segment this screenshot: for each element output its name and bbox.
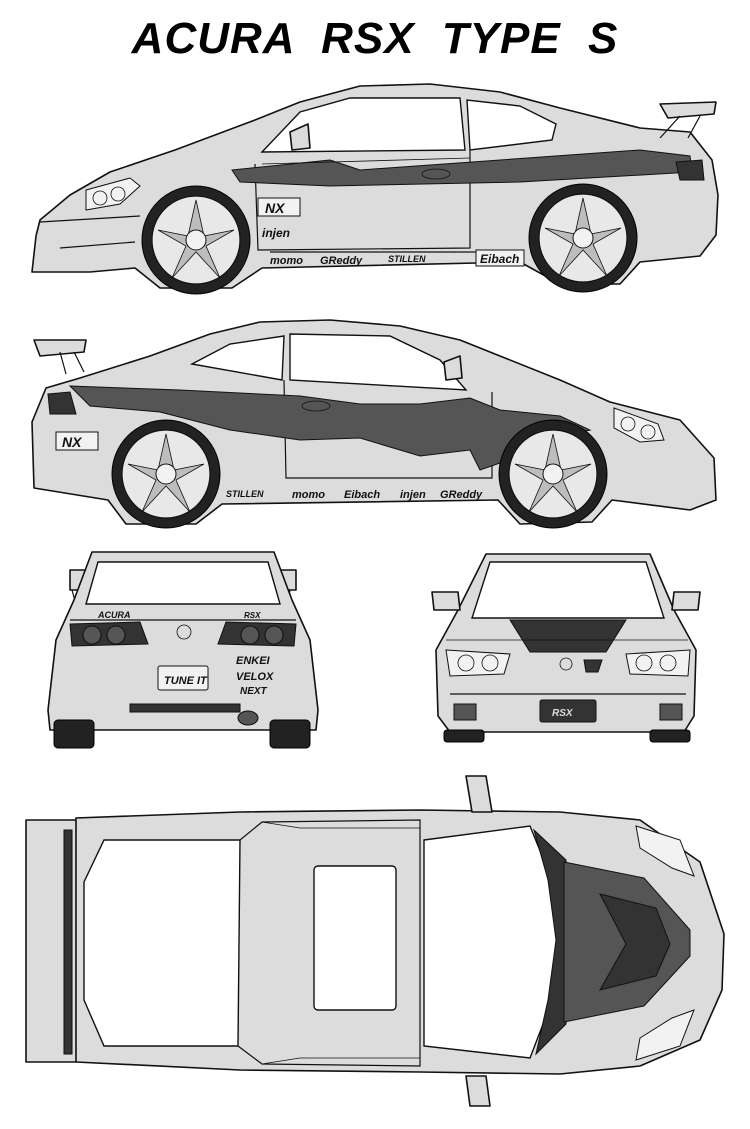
decal-next-rear: NEXT	[240, 686, 268, 697]
decal-eibach-side2: Eibach	[344, 489, 380, 501]
decal-injen-side1: injen	[262, 226, 290, 240]
side-view-left: NX injen momo GReddy STILLEN Eibach	[31, 83, 719, 295]
decal-enkei-rear: ENKEI	[236, 655, 271, 667]
decal-velox-rear: VELOX	[236, 671, 274, 683]
decal-stillen-side2: STILLEN	[226, 489, 264, 499]
rear-wheel-side-right	[111, 419, 221, 529]
front-wheel-side-left	[141, 185, 251, 295]
page-title: ACURA RSX TYPE S	[131, 14, 619, 63]
rear-view: ACURA RSX TUNE IT ENKEI VELOX NEXT	[47, 551, 319, 749]
decal-momo-side2: momo	[292, 489, 325, 501]
decal-greddy-side1: GReddy	[320, 255, 363, 267]
license-plate-text: TUNE IT	[164, 675, 208, 687]
front-wheel-side-right	[498, 419, 608, 529]
front-view: RSX	[431, 553, 701, 743]
decal-injen-side2: injen	[400, 489, 426, 501]
decal-nx-side1: NX	[265, 200, 286, 216]
decal-stillen-side1: STILLEN	[388, 254, 426, 264]
decal-eibach-side1: Eibach	[480, 252, 519, 266]
decal-nx-side2: NX	[62, 434, 83, 450]
decal-rsx-front: RSX	[552, 708, 574, 719]
top-view	[25, 775, 725, 1107]
decal-momo-side1: momo	[270, 255, 303, 267]
side-view-right: NX STILLEN momo Eibach injen GReddy	[31, 319, 717, 529]
decal-rsx-rear: RSX	[244, 611, 261, 620]
decal-greddy-side2: GReddy	[440, 489, 483, 501]
decal-acura-rear: ACURA	[97, 610, 131, 620]
rear-wheel-side-left	[528, 183, 638, 293]
